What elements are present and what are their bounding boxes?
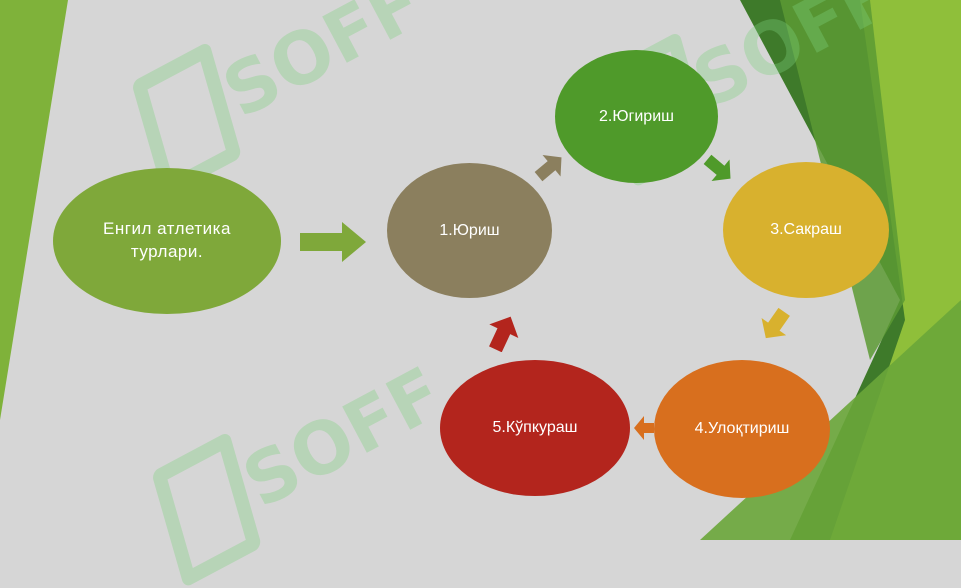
main-arrow-icon [300, 222, 366, 262]
arrow-4-to-5-icon [634, 416, 654, 440]
arrow-2-to-3-icon [703, 154, 731, 182]
arrow-1-to-2-icon [534, 154, 562, 182]
node-walking: 1.Юриш [387, 163, 552, 298]
node-allround: 5.Кўпкураш [440, 360, 630, 496]
node-jumping: 3.Сакраш [723, 162, 889, 298]
left-green-band [0, 0, 68, 420]
node-jumping-label: 3.Сакраш [770, 221, 842, 239]
slide-background [0, 0, 961, 540]
node-running-label: 2.Югириш [599, 107, 674, 125]
node-walking-label: 1.Юриш [439, 221, 500, 239]
node-allround-label: 5.Кўпкураш [492, 419, 578, 437]
node-throwing: 4.Улоқтириш [654, 360, 830, 498]
node-running: 2.Югириш [555, 50, 718, 183]
node-title-label: Енгил атлетика турлари. [103, 219, 231, 261]
node-throwing-label: 4.Улоқтириш [694, 420, 790, 438]
arrow-5-to-1-icon [489, 316, 519, 352]
arrow-3-to-4-icon [761, 307, 790, 339]
node-title: Енгил атлетика турлари. [53, 168, 281, 314]
